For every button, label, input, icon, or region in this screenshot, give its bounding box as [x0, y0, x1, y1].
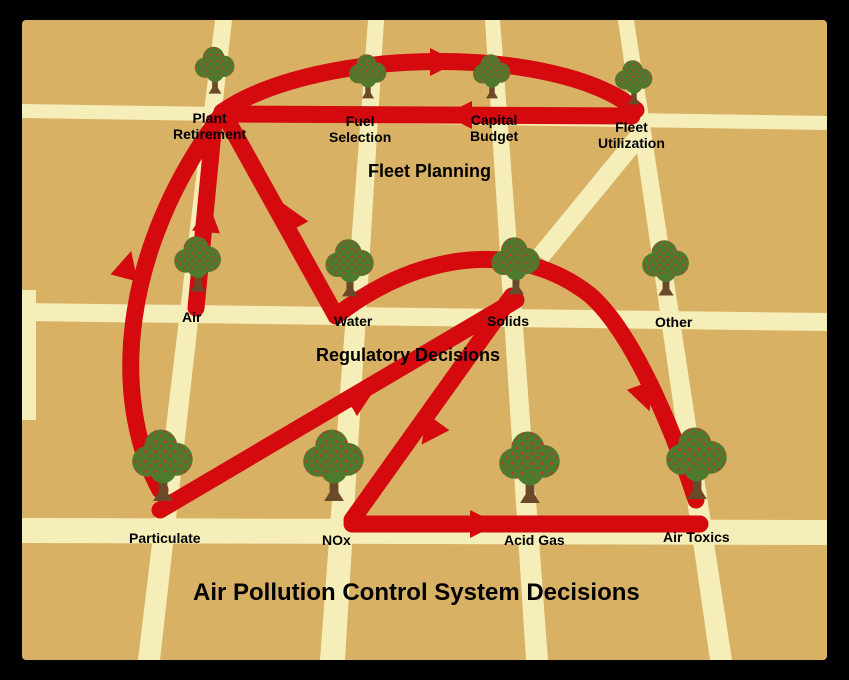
arrowhead-icon	[430, 48, 458, 76]
node-fleet-utilization-line2: Utilization	[598, 135, 665, 152]
node-fuel-selection-line2: Selection	[329, 129, 392, 146]
arrowhead-icon	[343, 390, 375, 417]
node-air: Air	[182, 309, 202, 325]
arrow-particulate-to-solids	[151, 291, 525, 519]
node-fuel-selection: Fuel Selection	[329, 113, 391, 145]
node-acid-gas: Acid Gas	[504, 532, 565, 548]
node-capital-budget-line1: Capital	[470, 112, 518, 128]
arrow-retirement-to-water	[217, 109, 345, 325]
node-capital-budget-line2: Budget	[470, 128, 519, 145]
section-apcs-decisions: Air Pollution Control System Decisions	[193, 579, 640, 606]
arrowhead-icon	[421, 413, 450, 445]
arrowhead-icon	[470, 510, 498, 538]
node-nox: NOx	[322, 532, 351, 548]
node-capital-budget: Capital Budget	[470, 112, 518, 144]
node-fuel-selection-line1: Fuel	[345, 113, 375, 129]
arrow-water-to-airtoxics	[327, 250, 705, 509]
arrowhead-icon	[626, 380, 654, 412]
node-water: Water	[334, 313, 373, 329]
section-fleet-planning: Fleet Planning	[368, 161, 492, 181]
arrowheads	[110, 48, 654, 538]
node-fleet-utilization-line1: Fleet	[615, 119, 648, 135]
node-other: Other	[655, 314, 693, 330]
section-regulatory-decisions: Regulatory Decisions	[316, 345, 501, 365]
arrow-utilization-to-retirement	[221, 105, 641, 125]
node-plant-retirement-line2: Retirement	[173, 126, 247, 143]
arrowhead-icon	[192, 204, 220, 234]
node-plant-retirement-line1: Plant	[192, 110, 227, 126]
node-fleet-utilization: Fleet Utilization	[598, 119, 665, 151]
node-solids: Solids	[487, 313, 530, 329]
arrow-solids-to-nox	[343, 287, 521, 529]
node-particulate: Particulate	[129, 530, 201, 546]
node-plant-retirement: Plant Retirement	[173, 110, 246, 142]
arrowhead-icon	[110, 250, 138, 282]
arrowhead-icon	[444, 101, 472, 129]
decision-flow-arrows	[122, 53, 709, 533]
node-air-toxics: Air Toxics	[663, 529, 730, 545]
arrowhead-icon	[282, 203, 309, 235]
